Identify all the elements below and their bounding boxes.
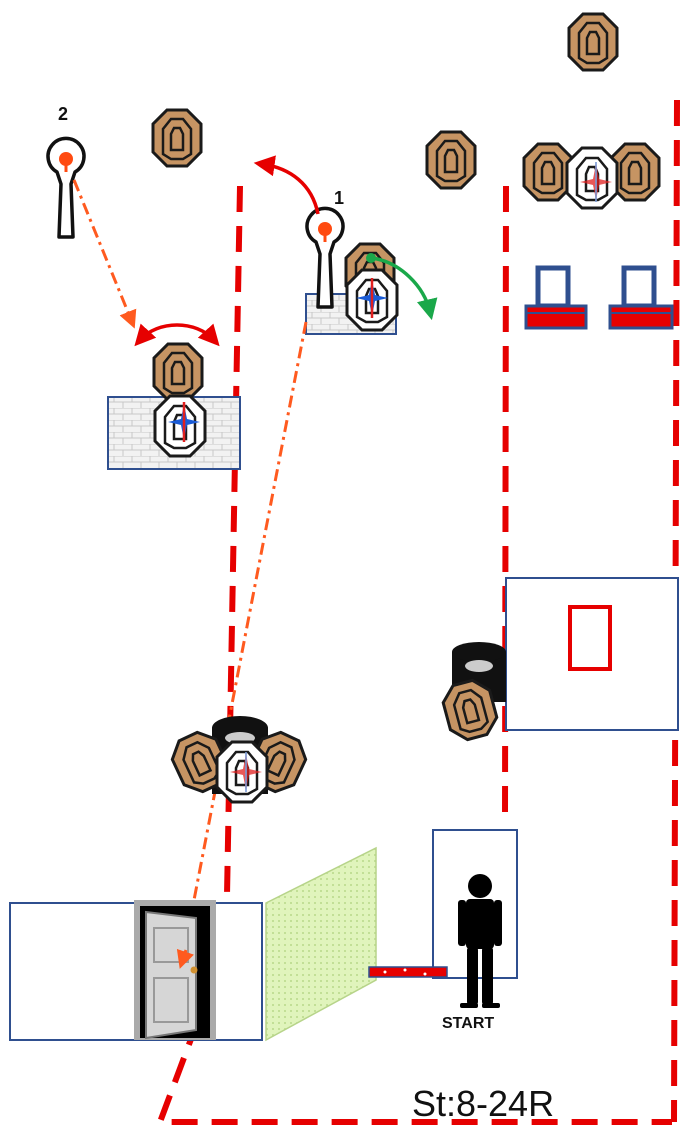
swing-arrow-red	[253, 155, 320, 215]
popper-label-2: 2	[58, 104, 68, 124]
steel-plate-icon	[608, 265, 674, 330]
popper-icon	[305, 206, 345, 309]
popper-label-1: 1	[334, 188, 344, 208]
cardboard-target-icon	[152, 342, 204, 402]
shooter-icon	[458, 874, 502, 1008]
cardboard-target-icon	[567, 12, 619, 72]
target-group-top-right	[522, 142, 661, 210]
no-shoot-target-icon	[153, 394, 207, 458]
activation-line-popper-2	[72, 179, 137, 329]
start-label: START	[442, 1015, 494, 1032]
swing-arrow-red-double	[134, 323, 220, 347]
door-icon	[134, 900, 216, 1040]
stage-code: St:8-24R	[412, 1083, 554, 1124]
activation-line-tip	[176, 948, 194, 969]
cardboard-target-icon	[151, 108, 203, 168]
swing-arrow-green	[371, 256, 438, 321]
fault-line-right	[671, 99, 680, 1123]
cardboard-target-icon	[522, 142, 574, 202]
activation-line-popper-1	[175, 321, 308, 970]
steel-plate-icon	[524, 265, 588, 330]
cardboard-target-icon	[425, 130, 477, 190]
start-fault-bar	[368, 966, 448, 978]
mesh-screen-icon	[265, 846, 377, 1042]
vision-box	[505, 577, 679, 731]
no-shoot-target-icon	[565, 146, 619, 210]
swing-pivot	[366, 253, 376, 263]
